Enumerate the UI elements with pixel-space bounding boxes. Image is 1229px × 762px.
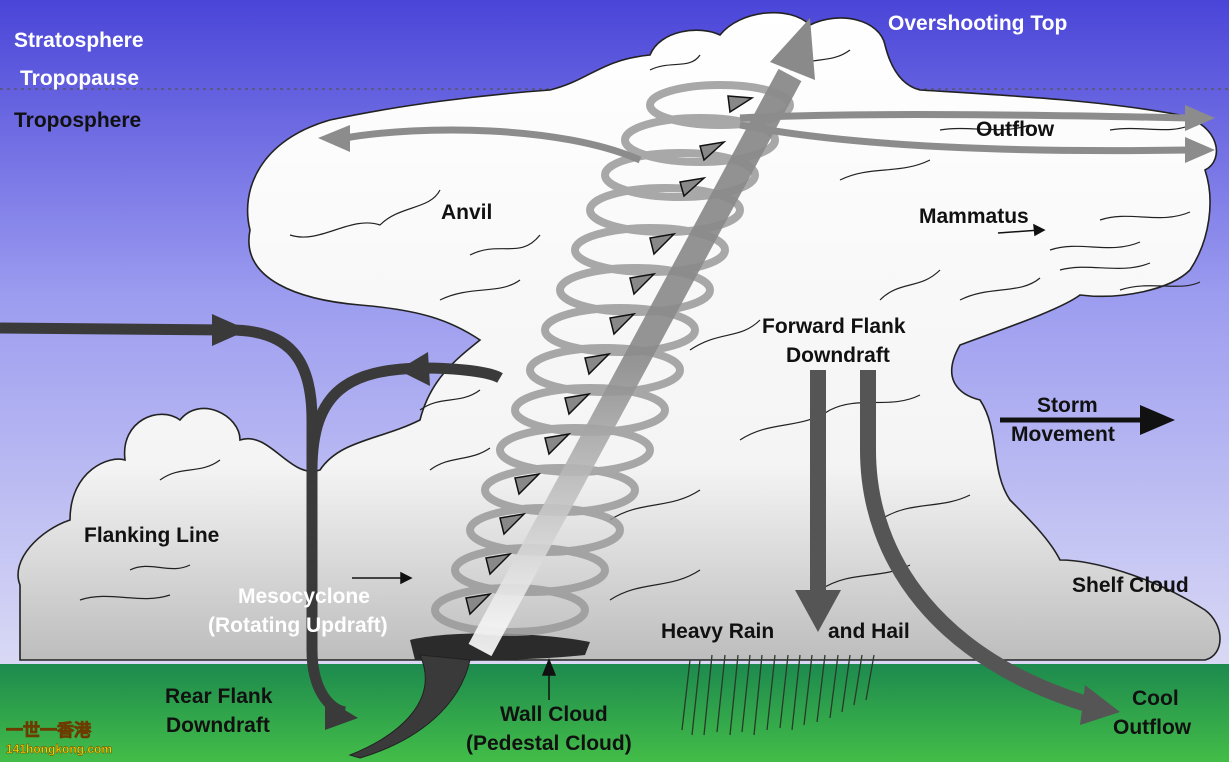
watermark-logo: 一世一香港 141hongkong.com [4, 716, 126, 758]
tornado-funnel [348, 654, 471, 759]
stratosphere-label: Stratosphere [14, 29, 144, 52]
troposphere-label: Troposphere [14, 109, 141, 132]
forward-flank-label-1: Forward Flank [762, 315, 906, 338]
pointer-arrows [352, 223, 1046, 700]
mesocyclone-label-2: (Rotating Updraft) [208, 614, 388, 637]
anvil-label: Anvil [441, 201, 492, 224]
and-hail-label: and Hail [828, 620, 910, 643]
updraft-arrow [468, 18, 815, 657]
forward-flank-arrows [795, 370, 1120, 725]
cloud-texture [79, 49, 1201, 601]
tropopause-label: Tropopause [20, 67, 139, 90]
overshooting-top-label: Overshooting Top [888, 12, 1067, 35]
outflow-arrows [344, 111, 1191, 164]
heavy-rain-label: Heavy Rain [661, 620, 774, 643]
rear-flank-label-2: Downdraft [166, 714, 270, 737]
cool-outflow-label-1: Cool [1132, 687, 1179, 710]
storm-movement-label-2: Movement [1011, 423, 1115, 446]
flanking-line-label: Flanking Line [84, 524, 219, 547]
watermark-line2: 141hongkong.com [6, 742, 112, 756]
mesocyclone-label-1: Mesocyclone [238, 585, 370, 608]
storm-movement-arrow [1000, 405, 1175, 435]
wall-cloud-label-1: Wall Cloud [500, 703, 608, 726]
outflow-arrowheads [318, 105, 1215, 163]
storm-cloud [17, 11, 1221, 661]
watermark-line1: 一世一香港 [6, 720, 92, 741]
outflow-label: Outflow [976, 118, 1055, 141]
mammatus-label: Mammatus [919, 205, 1029, 228]
wall-cloud-label-2: (Pedestal Cloud) [466, 732, 632, 755]
inflow-arrowheads [212, 314, 430, 730]
rear-flank-label-1: Rear Flank [165, 685, 273, 708]
cool-outflow-label-2: Outflow [1113, 716, 1192, 739]
storm-movement-label-1: Storm [1037, 394, 1098, 417]
wall-cloud [410, 633, 590, 661]
helix-arrowheads [465, 95, 755, 616]
heavy-rain-streaks [681, 654, 875, 736]
forward-flank-label-2: Downdraft [786, 344, 890, 367]
shelf-cloud-label: Shelf Cloud [1072, 574, 1189, 597]
